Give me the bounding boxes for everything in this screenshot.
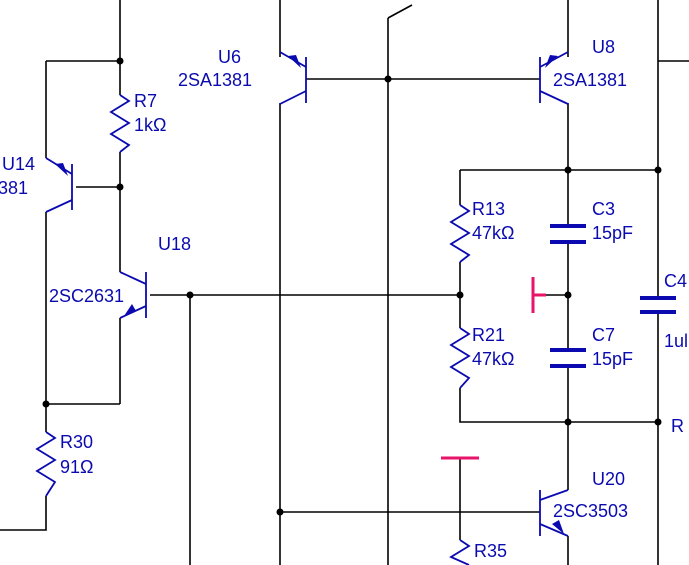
junction-dot: [276, 508, 284, 516]
junction-dots: [42, 57, 662, 516]
r-edge-label: R: [671, 416, 684, 436]
c3-value-label: 15pF: [592, 223, 633, 243]
voltage-probe-marker[interactable]: [531, 277, 546, 313]
transistor-u18[interactable]: [119, 271, 147, 319]
r21-ref-label: R21: [472, 325, 505, 345]
junction-dot: [654, 166, 662, 174]
resistor-r7[interactable]: [109, 94, 131, 153]
r7-value-label: 1kΩ: [134, 115, 166, 135]
c3-ref-label: C3: [592, 199, 615, 219]
junction-dot: [456, 291, 464, 299]
r13-ref-label: R13: [472, 199, 505, 219]
r13-value-label: 47kΩ: [472, 223, 514, 243]
r30-ref-label: R30: [60, 432, 93, 452]
u18-ref-label: U18: [158, 234, 191, 254]
transistor-u20[interactable]: [539, 489, 569, 537]
resistor-r35[interactable]: [449, 539, 471, 565]
r35-ref-label: R35: [474, 541, 507, 561]
junction-dot: [116, 183, 124, 191]
transistor-u8[interactable]: [539, 51, 569, 105]
c4-value-label: 1ul: [664, 331, 688, 351]
junction-dot: [564, 291, 572, 299]
u18-part-label: 2SC2631: [49, 286, 124, 306]
component-labels: U6 2SA1381 U8 2SA1381 U14 381 U18 2SC263…: [0, 37, 688, 561]
u14-part-label: 381: [0, 178, 28, 198]
c7-value-label: 15pF: [592, 349, 633, 369]
wire-r21-bottom: [459, 388, 658, 423]
junction-dot: [186, 291, 194, 299]
junction-dot: [42, 400, 50, 408]
capacitor-c4[interactable]: [640, 296, 676, 314]
capacitor-c3[interactable]: [550, 224, 586, 244]
c4-ref-label: C4: [664, 271, 687, 291]
u6-part-label: 2SA1381: [178, 70, 252, 90]
u6-ref-label: U6: [218, 47, 241, 67]
u14-ref-label: U14: [2, 154, 35, 174]
junction-dot: [384, 75, 392, 83]
resistor-r13[interactable]: [449, 204, 471, 263]
junction-dot: [564, 418, 572, 426]
junction-dot: [564, 166, 572, 174]
wire-center-top-slant: [387, 4, 413, 19]
transistor-u6[interactable]: [279, 51, 307, 105]
c7-ref-label: C7: [592, 325, 615, 345]
transistor-u14[interactable]: [45, 157, 73, 213]
capacitor-c7[interactable]: [550, 348, 586, 368]
u20-part-label: 2SC3503: [553, 501, 628, 521]
junction-dot: [116, 57, 124, 65]
resistor-r30[interactable]: [35, 431, 57, 497]
resistor-r21[interactable]: [449, 327, 471, 389]
r7-ref-label: R7: [134, 91, 157, 111]
u8-ref-label: U8: [592, 37, 615, 57]
r21-value-label: 47kΩ: [472, 349, 514, 369]
wire-r30-bottom: [0, 496, 47, 531]
u20-ref-label: U20: [592, 469, 625, 489]
junction-dot: [654, 418, 662, 426]
u8-part-label: 2SA1381: [553, 70, 627, 90]
r30-value-label: 91Ω: [60, 457, 93, 477]
